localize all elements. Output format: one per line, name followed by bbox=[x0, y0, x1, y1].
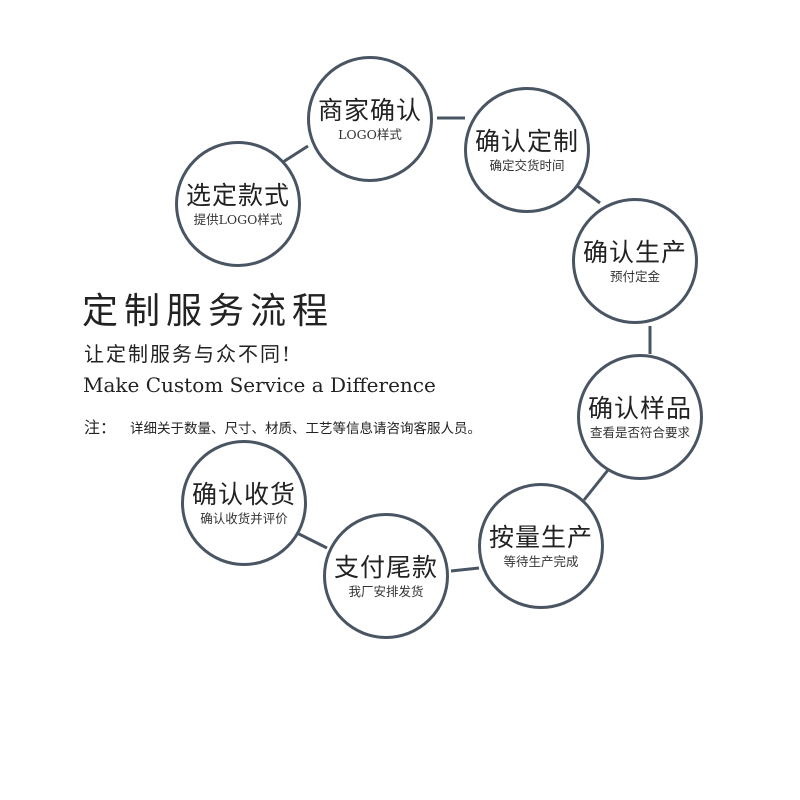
page-subtitle: 让定制服务与众不同! bbox=[84, 342, 293, 366]
step-desc: 查看是否符合要求 bbox=[589, 424, 690, 440]
step-desc: 我厂安排发货 bbox=[348, 583, 424, 599]
step-title: 确认定制 bbox=[474, 126, 579, 156]
step-title: 确认生产 bbox=[582, 237, 687, 267]
connector-line bbox=[582, 469, 610, 501]
note-label: 注： bbox=[84, 418, 117, 437]
step-circle-confirm-sample: 确认样品 查看是否符合要求 bbox=[577, 354, 703, 480]
step-desc: LOGO样式 bbox=[338, 126, 402, 142]
step-desc: 确认收货并评价 bbox=[200, 510, 288, 526]
step-desc: 确定交货时间 bbox=[489, 157, 565, 173]
connector-line bbox=[450, 566, 480, 573]
connector-line bbox=[282, 144, 309, 164]
step-circle-final-payment: 支付尾款 我厂安排发货 bbox=[323, 513, 449, 639]
step-title: 商家确认 bbox=[317, 95, 422, 125]
note: 注： 详细关于数量、尺寸、材质、工艺等信息请咨询客服人员。 bbox=[84, 414, 481, 438]
step-circle-select-style: 选定款式 提供LOGO样式 bbox=[175, 141, 301, 267]
step-desc: 等待生产完成 bbox=[503, 553, 579, 569]
note-text: 详细关于数量、尺寸、材质、工艺等信息请咨询客服人员。 bbox=[130, 421, 482, 437]
step-title: 按量生产 bbox=[488, 522, 593, 552]
step-title: 选定款式 bbox=[185, 180, 290, 210]
step-desc: 提供LOGO样式 bbox=[193, 211, 283, 227]
page-title: 定制服务流程 bbox=[82, 291, 335, 332]
step-circle-mass-production: 按量生产 等待生产完成 bbox=[478, 483, 604, 609]
step-circle-confirm-receipt: 确认收货 确认收货并评价 bbox=[181, 440, 307, 566]
connector-line bbox=[296, 531, 328, 550]
step-circle-merchant-confirm: 商家确认 LOGO样式 bbox=[307, 56, 433, 182]
step-circle-confirm-production: 确认生产 预付定金 bbox=[572, 198, 698, 324]
step-desc: 预付定金 bbox=[609, 268, 660, 284]
step-circle-confirm-custom: 确认定制 确定交货时间 bbox=[464, 87, 590, 213]
english-tagline: Make Custom Service a Difference bbox=[83, 373, 436, 397]
step-title: 支付尾款 bbox=[333, 552, 438, 582]
step-title: 确认收货 bbox=[191, 479, 296, 509]
step-title: 确认样品 bbox=[587, 393, 692, 423]
